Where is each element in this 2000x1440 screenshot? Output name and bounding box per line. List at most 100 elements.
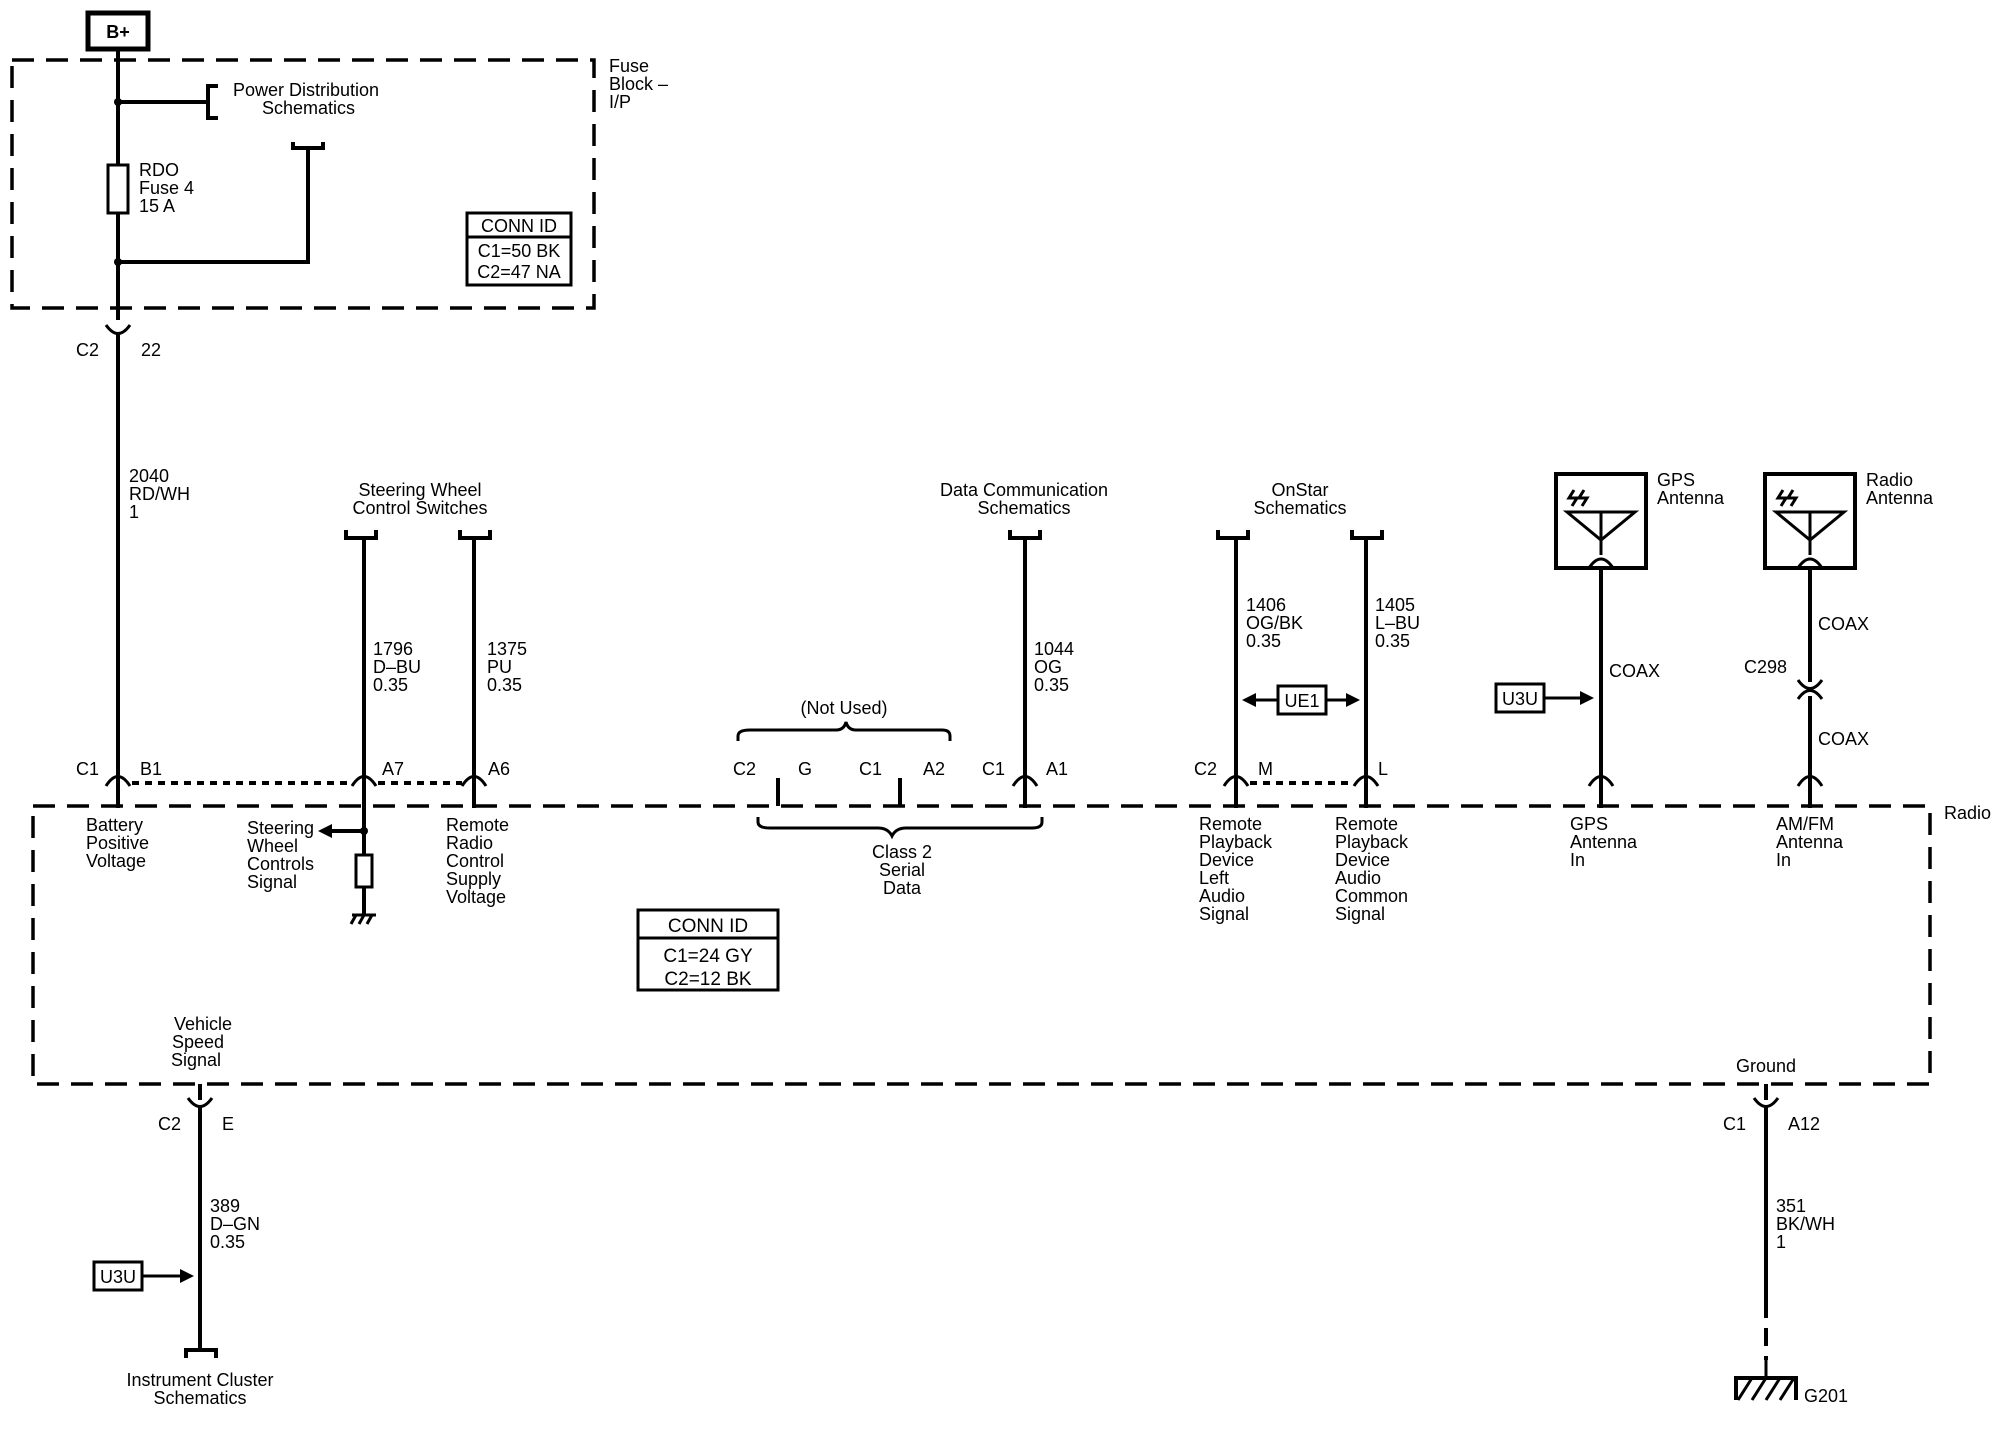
wire-left-circuit: 1406: [1246, 595, 1286, 615]
rpd-left-label-2: Playback: [1199, 832, 1273, 852]
not-used-label: (Not Used): [800, 698, 887, 718]
pin-c2m-conn: C2: [1194, 759, 1217, 779]
wire-swc-circuit: 1796: [373, 639, 413, 659]
remote-supply-label-3: Control: [446, 851, 504, 871]
pin-c2-m: C2 M: [1194, 759, 1273, 808]
swc-signal-arrow: [318, 824, 332, 838]
pin-c2g-pin: G: [798, 759, 812, 779]
data-comm-label-2: Schematics: [977, 498, 1070, 518]
wire-left-gauge: 0.35: [1246, 631, 1281, 651]
rpd-common-label-2: Playback: [1335, 832, 1409, 852]
vss-label-3: Signal: [171, 1050, 221, 1070]
onstar-label-1: OnStar: [1271, 480, 1328, 500]
radio-coax-bottom: COAX: [1818, 729, 1869, 749]
rpd-common-label-3: Device: [1335, 850, 1390, 870]
g201-label: G201: [1804, 1386, 1848, 1406]
wire-data-color: OG: [1034, 657, 1062, 677]
pin-c1-a2: C1 A2: [859, 759, 945, 806]
wire-batt-color: RD/WH: [129, 484, 190, 504]
pin-a7-pin: A7: [382, 759, 404, 779]
fuse-out-pin: 22: [141, 340, 161, 360]
class2-label-1: Class 2: [872, 842, 932, 862]
wire-common-circuit: 1405: [1375, 595, 1415, 615]
pin-c1a2-conn: C1: [859, 759, 882, 779]
pin-c1a2-pin: A2: [923, 759, 945, 779]
class2-label-2: Serial: [879, 860, 925, 880]
wire-ground-color: BK/WH: [1776, 1214, 1835, 1234]
wire-remote-circuit: 1375: [487, 639, 527, 659]
instrument-cluster-label-1: Instrument Cluster: [126, 1370, 273, 1390]
fuse-block-name-2: Block –: [609, 74, 668, 94]
battery-label-2: Positive: [86, 833, 149, 853]
pin-c2m-pin: M: [1258, 759, 1273, 779]
radio-conn-id-title: CONN ID: [668, 916, 748, 937]
fuse-block-name-1: Fuse: [609, 56, 649, 76]
ground-symbol: G201: [1734, 1360, 1848, 1406]
onstar-label-2: Schematics: [1253, 498, 1346, 518]
b-plus-label: B+: [106, 22, 130, 42]
swc-signal-label-3: Controls: [247, 854, 314, 874]
instrument-cluster-label-2: Schematics: [153, 1388, 246, 1408]
data-comm-label-1: Data Communication: [940, 480, 1108, 500]
rpd-left-label-6: Signal: [1199, 904, 1249, 924]
u3u-vss-option: U3U: [92, 1260, 194, 1292]
remote-supply-label-5: Voltage: [446, 887, 506, 907]
pin-b1: C1 B1: [76, 759, 162, 808]
radio-coax-top: COAX: [1818, 614, 1869, 634]
fuse-block-name-3: I/P: [609, 92, 631, 112]
radio-antenna-label-2: Antenna: [1866, 488, 1934, 508]
pin-a6-pin: A6: [488, 759, 510, 779]
fuse-conn-id-title: CONN ID: [481, 216, 557, 236]
ue1-option: UE1: [1242, 684, 1360, 716]
swc-switches-label-1: Steering Wheel: [358, 480, 481, 500]
swc-signal-label-2: Wheel: [247, 836, 298, 856]
vss-label-1: Vehicle: [174, 1014, 232, 1034]
battery-label-1: Battery: [86, 815, 143, 835]
fuse-label-1: RDO: [139, 160, 179, 180]
gps-in-label-2: Antenna: [1570, 832, 1638, 852]
rpd-left-label-3: Device: [1199, 850, 1254, 870]
fuse-conn-id-c2: C2=47 NA: [477, 262, 561, 282]
c298-label: C298: [1744, 657, 1787, 677]
wire-vss-gauge: 0.35: [210, 1232, 245, 1252]
pin-a7: A7: [318, 759, 404, 925]
wire-left-color: OG/BK: [1246, 613, 1303, 633]
wire-common-color: L–BU: [1375, 613, 1420, 633]
vss-label-2: Speed: [172, 1032, 224, 1052]
gps-antenna-label-2: Antenna: [1657, 488, 1725, 508]
swc-resistor: [354, 853, 374, 889]
remote-supply-label-2: Radio: [446, 833, 493, 853]
gps-in-label-3: In: [1570, 850, 1585, 870]
pin-gnd-conn: C1: [1723, 1114, 1746, 1134]
amfm-in-label-1: AM/FM: [1776, 814, 1834, 834]
wire-vss-circuit: 389: [210, 1196, 240, 1216]
fuse-out-conn: C2: [76, 340, 99, 360]
wire-ground-circuit: 351: [1776, 1196, 1806, 1216]
rpd-left-label-1: Remote: [1199, 814, 1262, 834]
class2-label-3: Data: [883, 878, 922, 898]
battery-label-3: Voltage: [86, 851, 146, 871]
wire-batt-gauge: 1: [129, 502, 139, 522]
pin-vss: C2 E: [158, 1084, 234, 1350]
ue1-label: UE1: [1284, 691, 1319, 711]
rpd-common-label-5: Common: [1335, 886, 1408, 906]
fuse-symbol: [106, 163, 130, 215]
rpd-left-label-4: Left: [1199, 868, 1229, 888]
wire-remote-color: PU: [487, 657, 512, 677]
pin-gnd-pin: A12: [1788, 1114, 1820, 1134]
fuse-label-2: Fuse 4: [139, 178, 194, 198]
remote-supply-label-1: Remote: [446, 815, 509, 835]
u3u-gps-option: U3U: [1494, 682, 1594, 714]
ground-label: Ground: [1736, 1056, 1796, 1076]
amfm-in-label-3: In: [1776, 850, 1791, 870]
c298-inline-connector: C298: [1744, 657, 1824, 700]
rpd-common-label-6: Signal: [1335, 904, 1385, 924]
rpd-common-label-1: Remote: [1335, 814, 1398, 834]
gps-antenna-label-1: GPS: [1657, 470, 1695, 490]
swc-signal-label-4: Signal: [247, 872, 297, 892]
fuse-label-3: 15 A: [139, 196, 175, 216]
pin-ground: C1 A12: [1723, 1084, 1820, 1300]
wire-ground-gauge: 1: [1776, 1232, 1786, 1252]
pin-b1-pin: B1: [140, 759, 162, 779]
